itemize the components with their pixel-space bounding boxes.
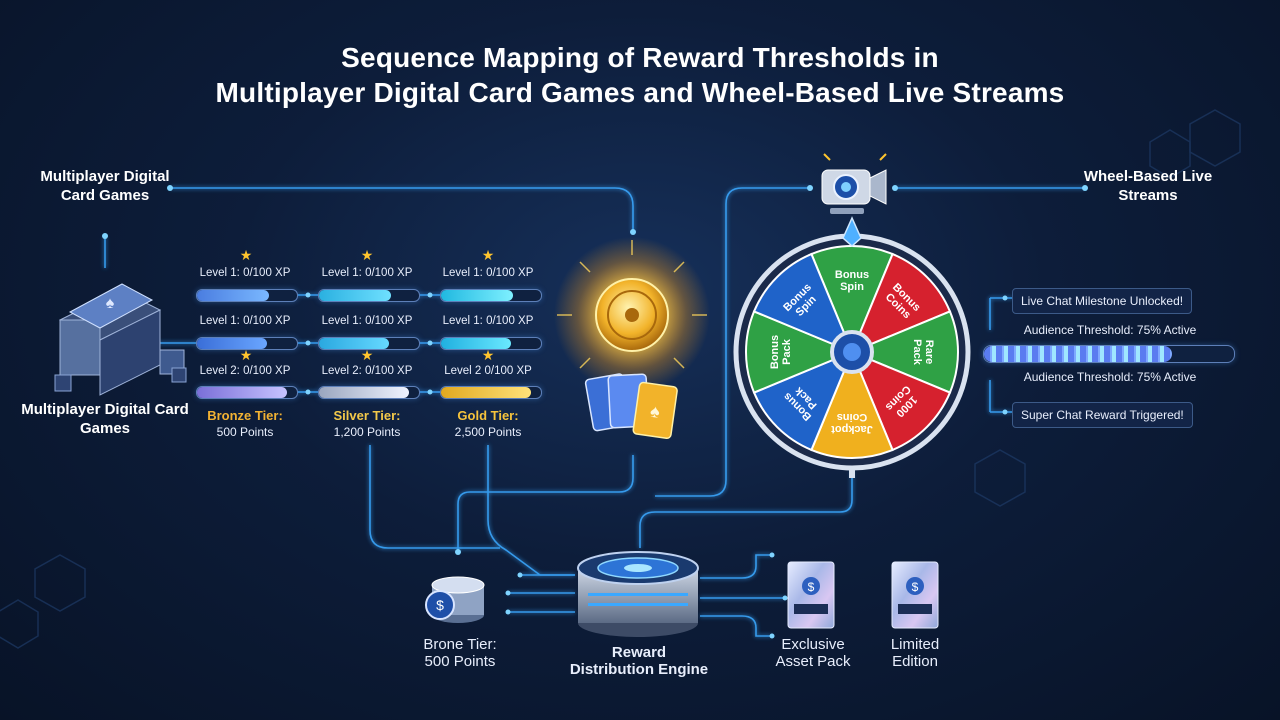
level-label: Level 1: 0/100 XP [199,267,291,279]
wheel-segment [850,252,952,354]
star-icon: ★ [481,247,495,263]
svg-text:♠: ♠ [649,401,662,422]
xp-progress-bar [196,337,298,350]
asset-pack-caption-line-2: Asset Pack [775,653,851,670]
xp-progress-bar [318,386,420,399]
svg-text:$: $ [436,597,444,613]
wheel-segment [850,350,952,452]
page-title-line-2: Multiplayer Digital Card Games and Wheel… [215,77,1065,108]
camera-illustration [821,153,887,214]
card-stack-illustration: ♠ [54,283,187,396]
audience-threshold-label-top: Audience Threshold: 75% Active [1023,323,1197,337]
connector-dots [102,185,1088,639]
reward-burst-illustration: ♠ [554,237,710,440]
wheel-segment-label: BonusPack [769,335,793,369]
coin-stack-illustration: $ [425,576,485,623]
coins-caption-line-2: 500 Points [424,653,496,670]
page-title-line-1: Sequence Mapping of Reward Thresholds in [341,42,939,73]
wheel-segment [849,310,959,394]
wheel-segment-label: RarePack [911,339,935,366]
star-icon: ★ [239,347,253,363]
limited-edition-caption-line-2: Edition [892,653,938,670]
xp-progress-bar [196,289,298,302]
xp-progress-bar [318,289,420,302]
tier-name: Bronze Tier: [207,408,283,423]
level-label: Level 2: 0/100 XP [321,365,413,377]
xp-progress-bar [196,386,298,399]
level-label: Level 1: 0/100 XP [321,267,413,279]
wheel-segment [745,310,855,394]
superchat-pill: Super Chat Reward Triggered! [1012,402,1193,428]
reward-engine-illustration [577,551,699,637]
live-streams-label: Wheel-Based Live Streams [1083,168,1213,204]
wheel-hub-center [843,343,861,361]
milestone-pill: Live Chat Milestone Unlocked! [1012,288,1193,314]
xp-progress-bar [440,337,542,350]
engine-caption: Reward Distribution Engine [548,644,730,678]
xp-progress-bar [318,337,420,350]
svg-text:$: $ [912,580,919,594]
engine-caption-line-1: Reward [611,644,667,661]
tier-points: 500 Points [216,425,274,439]
tier-points: 1,200 Points [333,425,401,439]
star-icon: ★ [239,247,253,263]
svg-text:♠: ♠ [106,295,115,312]
wheel-segment [752,350,854,452]
asset-pack-illustration: $ [787,561,835,629]
card-games-label-top: Multiplayer Digital Card Games [40,168,170,204]
level-label: Level 2 0/100 XP [444,365,532,377]
audience-threshold-bar [983,345,1235,363]
hex-decoration [0,109,1241,649]
svg-text:$: $ [808,580,815,594]
coins-caption-line-1: Brone Tier: [423,636,497,653]
limited-edition-caption-line-1: Limited [890,636,940,653]
asset-pack-caption-line-1: Exclusive [781,636,845,653]
level-label: Level 1: 0/100 XP [321,315,413,327]
wheel-pointer-icon [842,216,862,248]
level-label: Level 1: 0/100 XP [199,315,291,327]
audience-threshold-label-bottom: Audience Threshold: 75% Active [1023,370,1197,384]
star-icon: ★ [360,347,374,363]
wheel-segment [752,252,854,354]
xp-progress-bar [440,386,542,399]
wheel-segment-label: JackpotCoins [831,411,873,435]
limited-edition-caption: Limited Edition [868,636,962,670]
level-label: Level 2: 0/100 XP [199,365,291,377]
engine-caption-line-2: Distribution Engine [569,661,709,678]
level-label: Level 1: 0/100 XP [442,267,534,279]
tier-points: 2,500 Points [454,425,522,439]
level-label: Level 1: 0/100 XP [442,315,534,327]
asset-pack-caption: Exclusive Asset Pack [760,636,866,670]
xp-progress-bar [440,289,542,302]
card-games-label-bottom: Multiplayer Digital Card Games [21,401,189,437]
wheel-segment [810,349,894,459]
tier-name: Gold Tier: [457,408,519,423]
coins-caption: Brone Tier: 500 Points [400,636,520,670]
limited-pack-illustration: $ [891,561,939,629]
star-icon: ★ [481,347,495,363]
tier-name: Silver Tier: [333,408,401,423]
star-icon: ★ [360,247,374,263]
